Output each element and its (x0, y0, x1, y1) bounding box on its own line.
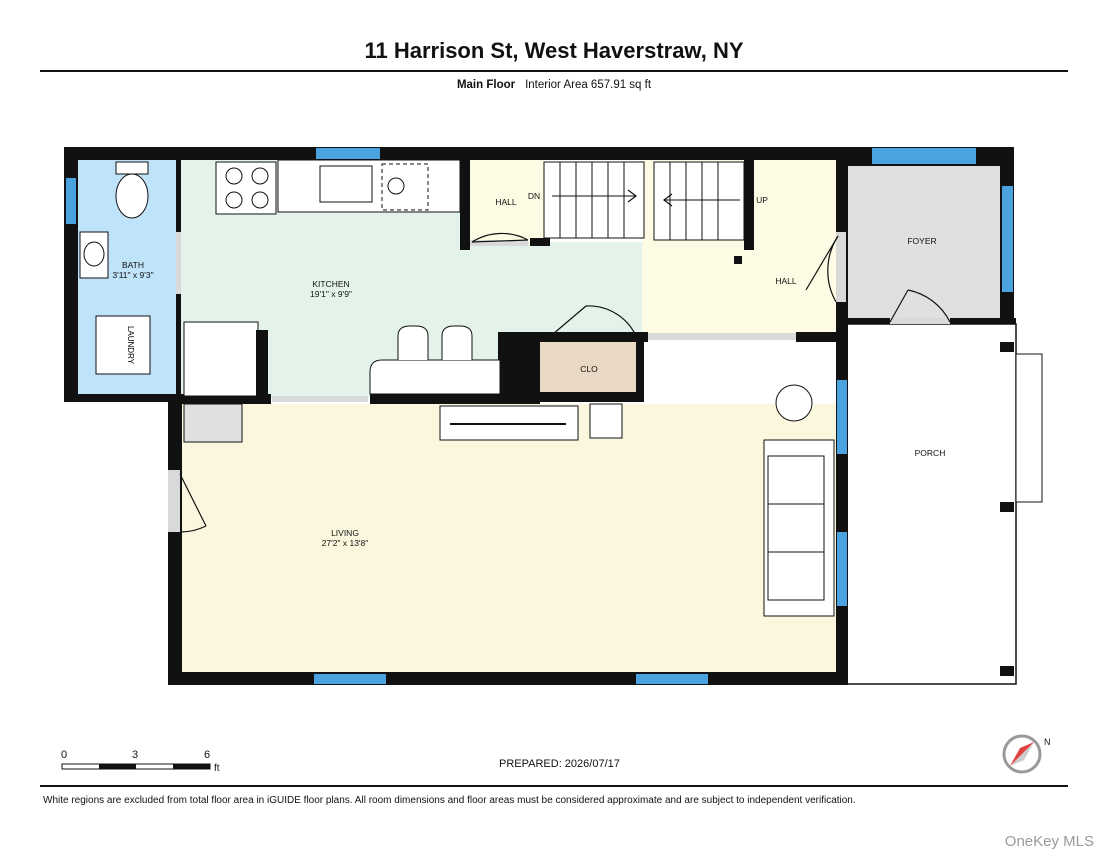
kitchen-dims: 19'1" x 9'9" (310, 289, 352, 299)
porch-label: PORCH (915, 448, 946, 458)
living-label: LIVING (331, 528, 359, 538)
closet-area (540, 342, 636, 398)
footer-rule (40, 785, 1068, 787)
floor-subheading: Main Floor Interior Area 657.91 sq ft (0, 79, 1108, 91)
page-title: 11 Harrison St, West Haverstraw, NY (364, 38, 744, 63)
hall-left-label: HALL (495, 197, 517, 207)
header-rule (40, 70, 1068, 72)
scale-unit: ft (214, 763, 220, 774)
scale-bar: 0 3 6 ft (61, 749, 220, 774)
porch-area (845, 323, 1017, 685)
interior-area: Interior Area 657.91 sq ft (525, 79, 652, 91)
stairs-up-label: UP (756, 195, 768, 205)
kitchen-label: KITCHEN (312, 279, 349, 289)
compass-north-label: N (1044, 737, 1051, 747)
laundry-label: LAUNDRY (126, 326, 135, 365)
foyer-label: FOYER (907, 236, 936, 246)
scale-tick-0: 0 (61, 749, 67, 761)
hall-left-area (470, 160, 544, 242)
closet-label: CLO (580, 364, 598, 374)
foyer-area (846, 166, 1000, 322)
floor-name: Main Floor (456, 79, 516, 91)
scale-tick-6: 6 (204, 749, 210, 761)
compass-icon: N (1002, 734, 1051, 774)
hall-right-label: HALL (775, 276, 797, 286)
prepared-date: PREPARED: 2026/07/17 (499, 758, 620, 770)
living-area (180, 404, 836, 672)
living-dims: 27'2" x 13'8" (322, 538, 369, 548)
bath-dims: 3'11" x 9'3" (112, 270, 153, 280)
watermark: OneKey MLS (1004, 833, 1094, 850)
stairs-down-label: DN (528, 191, 540, 201)
bath-label: BATH (122, 260, 144, 270)
scale-tick-3: 3 (132, 749, 138, 761)
disclaimer: White regions are excluded from total fl… (43, 795, 856, 806)
